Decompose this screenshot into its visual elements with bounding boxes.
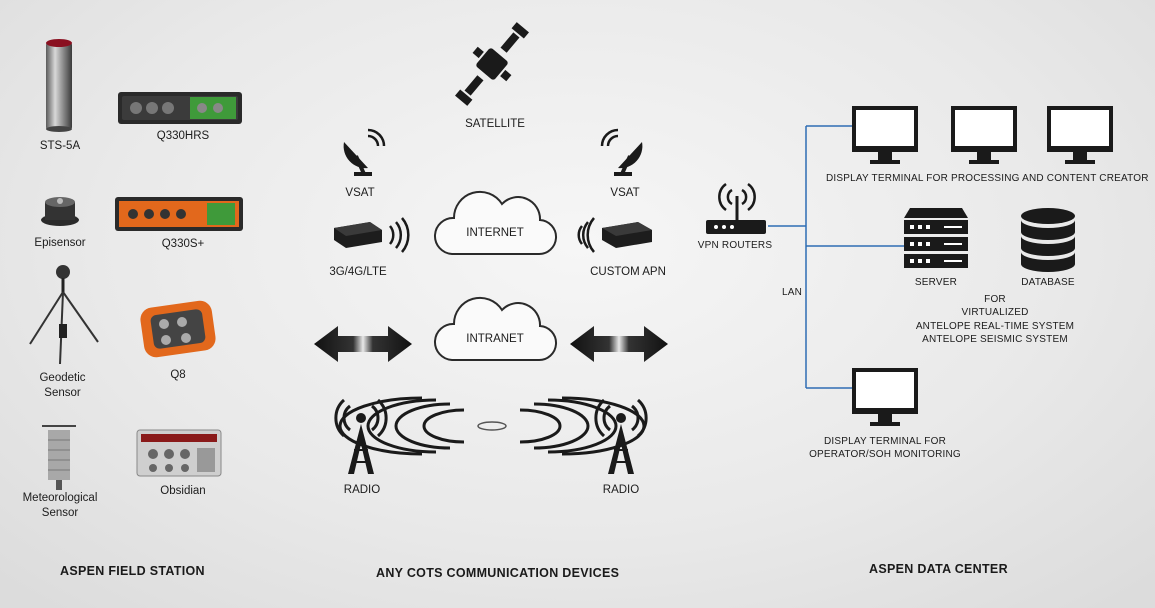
section-title-field-station: ASPEN FIELD STATION <box>60 564 205 578</box>
obsidian-device-image <box>136 429 222 477</box>
monitor-icon-processing-2 <box>951 106 1017 164</box>
q330hrs-label: Q330HRS <box>156 130 210 142</box>
database-label: DATABASE <box>1021 277 1075 288</box>
database-icon <box>1021 208 1075 272</box>
sts5a-label: STS-5A <box>39 140 81 152</box>
vsat-label-left: VSAT <box>345 187 375 199</box>
vpn-router-icon <box>706 182 766 234</box>
display-operator-label-line1: DISPLAY TERMINAL FOR <box>824 436 946 447</box>
geodetic-sensor-image <box>29 265 99 365</box>
server-icon <box>904 208 968 268</box>
section-title-data-center: ASPEN DATA CENTER <box>869 562 1008 576</box>
vsat-dish-icon-left <box>343 128 386 176</box>
antelope-realtime-label: ANTELOPE REAL-TIME SYSTEM <box>915 321 1075 332</box>
monitor-icon-processing-1 <box>852 106 918 164</box>
monitor-icon-processing-3 <box>1047 106 1113 164</box>
vsat-label-right: VSAT <box>610 187 640 199</box>
internet-label: INTERNET <box>466 227 524 239</box>
monitor-icon-operator <box>852 368 918 426</box>
lte-label: 3G/4G/LTE <box>329 266 387 278</box>
display-operator-label-line2: OPERATOR/SOH MONITORING <box>809 449 961 460</box>
satellite-icon <box>455 22 529 106</box>
radio-label-left: RADIO <box>343 484 381 496</box>
q8-label: Q8 <box>170 369 186 381</box>
vpn-routers-label: VPN ROUTERS <box>697 240 773 251</box>
display-processing-label: DISPLAY TERMINAL FOR PROCESSING AND CONT… <box>826 173 1149 184</box>
episensor-image <box>41 197 79 226</box>
vsat-dish-icon-right <box>600 128 643 176</box>
q330s-device-image <box>115 197 243 231</box>
for-label: FOR <box>984 294 1006 305</box>
antelope-seismic-label: ANTELOPE SEISMIC SYSTEM <box>922 334 1068 345</box>
server-label: SERVER <box>914 277 958 288</box>
bidirectional-arrow-icon-right <box>570 326 668 362</box>
q8-device-image <box>140 300 216 358</box>
virtualized-label: VIRTUALIZED <box>961 307 1029 318</box>
bidirectional-arrow-icon-left <box>314 326 412 362</box>
section-title-communication: ANY COTS COMMUNICATION DEVICES <box>376 566 620 580</box>
sts5a-sensor-image <box>46 39 72 132</box>
lte-modem-icon <box>334 217 410 253</box>
intranet-label: INTRANET <box>466 333 524 345</box>
episensor-label: Episensor <box>34 237 86 249</box>
radio-waves-icon <box>338 396 646 456</box>
geodetic-label-line1: Geodetic <box>39 372 86 384</box>
custom-apn-label: CUSTOM APN <box>590 266 666 278</box>
internet-cloud-icon <box>433 190 557 256</box>
meteorological-label-line2: Sensor <box>41 507 79 519</box>
q330s-label: Q330S+ <box>161 238 205 250</box>
radio-label-right: RADIO <box>602 484 640 496</box>
meteorological-label-line1: Meteorological <box>22 492 98 504</box>
q330hrs-device-image <box>118 92 242 124</box>
obsidian-label: Obsidian <box>160 485 206 497</box>
meteorological-sensor-image <box>42 425 76 490</box>
satellite-label: SATELLITE <box>465 118 525 130</box>
lan-label: LAN <box>781 287 803 298</box>
intranet-cloud-icon <box>433 296 557 362</box>
custom-apn-modem-icon <box>577 217 652 253</box>
geodetic-label-line2: Sensor <box>44 387 81 399</box>
